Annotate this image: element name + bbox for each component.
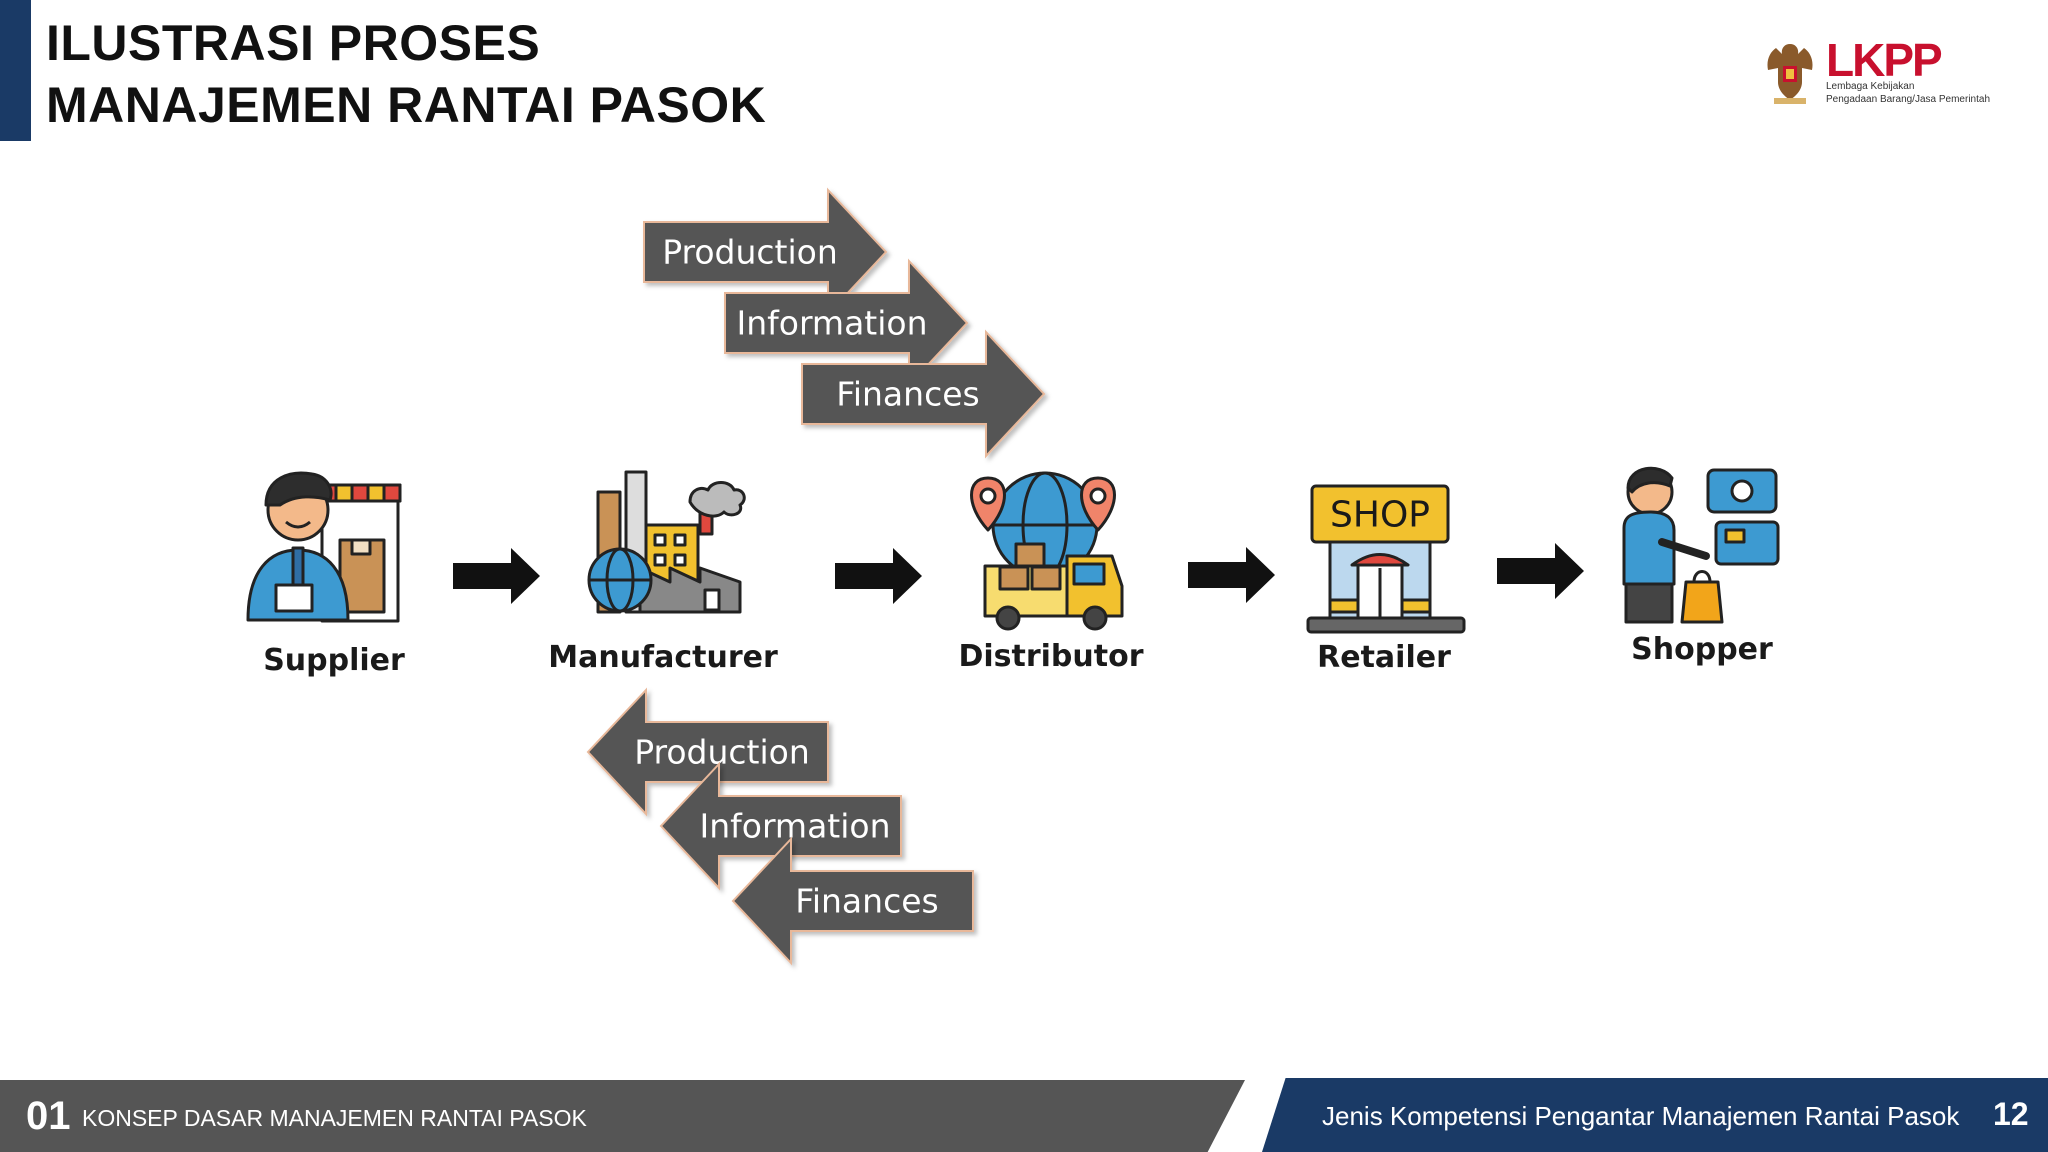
node-label-distributor: Distributor xyxy=(958,639,1143,674)
backward-arrow-information-label: Information xyxy=(699,807,890,846)
node-label-supplier: Supplier xyxy=(263,643,405,678)
shopper-icon xyxy=(1622,466,1780,624)
footer-chapter-bar xyxy=(0,1080,1245,1152)
forward-arrow-information-label: Information xyxy=(736,304,927,343)
node-label-retailer: Retailer xyxy=(1317,640,1451,675)
forward-arrow-finances: Finances xyxy=(801,329,1046,459)
footer-page-number: 12 xyxy=(1993,1096,2029,1132)
supply-chain-diagram: Production Information Finances Producti… xyxy=(246,187,1780,966)
logo-subtitle-line-2: Pengadaan Barang/Jasa Pemerintah xyxy=(1826,94,1991,105)
node-label-shopper: Shopper xyxy=(1631,632,1773,667)
backward-flow-arrows: Production Information Finances xyxy=(586,687,974,966)
manufacturer-icon xyxy=(587,470,746,614)
logo-wordmark-text: LKPP xyxy=(1826,34,1943,86)
garuda-emblem-icon xyxy=(1767,44,1813,104)
connector-arrow-3 xyxy=(1188,547,1275,603)
forward-arrow-production: Production xyxy=(643,187,888,317)
footer-course-bar xyxy=(1262,1078,2048,1152)
connector-arrow-1 xyxy=(453,548,540,604)
slide-title-line-2: MANAJEMEN RANTAI PASOK xyxy=(46,77,767,133)
backward-arrow-production: Production xyxy=(586,687,829,817)
supplier-icon xyxy=(246,471,402,623)
backward-arrow-information: Information xyxy=(659,761,902,891)
lkpp-logo: LKPP Lembaga Kebijakan Pengadaan Barang/… xyxy=(1762,34,2002,118)
logo-wordmark: LKPP xyxy=(1826,34,1943,86)
footer-chapter-title: KONSEP DASAR MANAJEMEN RANTAI PASOK xyxy=(82,1105,587,1131)
backward-arrow-production-label: Production xyxy=(634,733,810,772)
title-accent-bar xyxy=(0,0,31,141)
footer-chapter-number: 01 xyxy=(26,1094,71,1138)
connector-arrow-4 xyxy=(1497,543,1584,599)
logo-subtitle: Lembaga Kebijakan Pengadaan Barang/Jasa … xyxy=(1826,80,1990,106)
logo-subtitle-line-1: Lembaga Kebijakan xyxy=(1826,81,1915,92)
forward-arrow-production-label: Production xyxy=(662,233,838,272)
connector-arrow-2 xyxy=(835,548,922,604)
forward-flow-arrows: Production Information Finances xyxy=(643,187,1046,459)
distributor-icon xyxy=(970,471,1124,631)
footer-course-title: Jenis Kompetensi Pengantar Manajemen Ran… xyxy=(1322,1101,1960,1131)
forward-arrow-finances-label: Finances xyxy=(836,375,979,414)
backward-arrow-finances: Finances xyxy=(731,836,974,966)
node-label-manufacturer: Manufacturer xyxy=(548,640,778,675)
connector-arrows xyxy=(453,543,1584,604)
forward-arrow-information: Information xyxy=(724,258,969,388)
slide-title-line-1: ILUSTRASI PROSES xyxy=(46,15,541,71)
shop-sign-text: SHOP xyxy=(1330,495,1430,536)
slide-title: ILUSTRASI PROSES MANAJEMEN RANTAI PASOK xyxy=(46,12,766,136)
retailer-icon: SHOP xyxy=(1306,484,1466,634)
backward-arrow-finances-label: Finances xyxy=(795,882,938,921)
